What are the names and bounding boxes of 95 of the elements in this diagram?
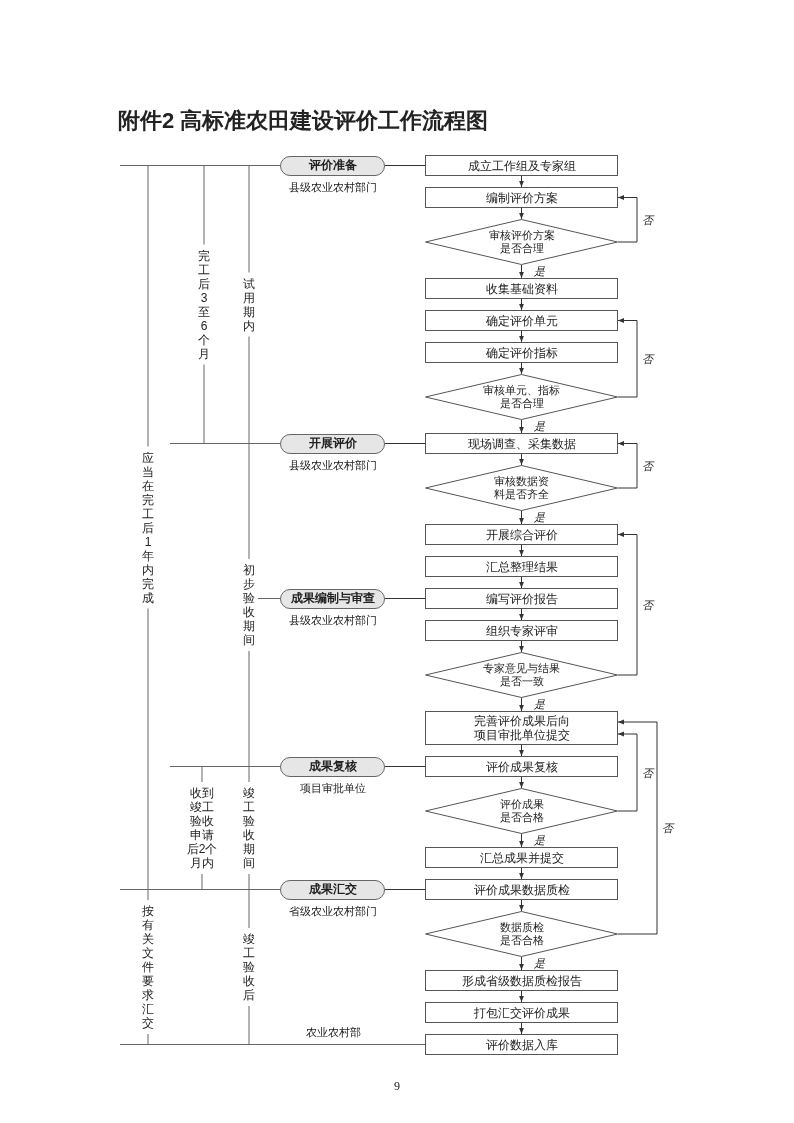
arrow <box>617 731 638 812</box>
timeline-label: 收到竣工验收申请后2个月内 <box>185 786 219 870</box>
arrow <box>519 544 524 557</box>
stage-pill: 成果复核 <box>280 756 385 777</box>
arrow <box>519 697 524 712</box>
process-box: 开展综合评价 <box>425 524 618 545</box>
process-box: 收集基础资料 <box>425 278 618 299</box>
arrow <box>519 175 524 188</box>
process-box: 编写评价报告 <box>425 588 618 609</box>
arrow <box>519 576 524 589</box>
edge-label: 否 <box>662 822 673 834</box>
arrow <box>519 833 524 848</box>
edge-label: 是 <box>533 834 545 846</box>
connector-line <box>384 443 426 444</box>
decision-text: 审核数据资料是否齐全 <box>493 475 550 501</box>
process-box: 评价成果复核 <box>425 756 618 777</box>
edge-label: 否 <box>642 459 653 472</box>
process-box: 形成省级数据质检报告 <box>425 970 618 991</box>
connector-line <box>384 165 426 166</box>
arrow <box>519 264 524 279</box>
arrow <box>519 419 524 434</box>
process-box: 编制评价方案 <box>425 187 618 208</box>
decision-text: 专家意见与结果是否一致 <box>482 662 561 688</box>
timeline-label: 完工后3至6个月 <box>197 248 211 361</box>
connector-line <box>384 889 426 890</box>
edge-label: 否 <box>642 213 653 226</box>
decision-diamond <box>425 219 618 265</box>
department-label: 省级农业农村部门 <box>288 903 377 919</box>
edge-label: 否 <box>642 766 653 779</box>
decision-diamond <box>425 788 618 834</box>
timeline-label: 应当在完工后1年内完成 <box>141 450 155 605</box>
arrow <box>519 1022 524 1035</box>
timeline-label: 初步验收期间 <box>242 563 256 647</box>
arrow <box>519 298 524 311</box>
edge-label: 是 <box>533 957 545 969</box>
stage-pill: 成果编制与审查 <box>280 588 385 609</box>
process-box: 汇总成果并提交 <box>425 847 618 868</box>
arrow <box>617 441 638 489</box>
arrow <box>519 362 524 375</box>
arrow <box>519 867 524 880</box>
decision-text: 评价成果是否合格 <box>498 798 545 824</box>
stage-pill: 开展评价 <box>280 433 385 454</box>
arrow <box>519 776 524 789</box>
title: 附件2 高标准农田建设评价工作流程图 <box>118 107 489 135</box>
edge-label: 是 <box>533 420 545 432</box>
edge-label: 是 <box>533 265 545 277</box>
page-number: 9 <box>394 1078 400 1094</box>
arrow <box>519 899 524 912</box>
arrow <box>519 956 524 971</box>
stage-pill: 评价准备 <box>280 155 385 176</box>
arrow <box>617 532 638 676</box>
arrow <box>519 744 524 757</box>
department-label: 县级农业农村部门 <box>288 179 377 195</box>
decision-text: 审核单元、指标是否合理 <box>482 384 561 410</box>
department-label: 农业农村部 <box>305 1024 361 1040</box>
process-box: 现场调查、采集数据 <box>425 433 618 454</box>
arrow <box>519 207 524 220</box>
arrow <box>519 453 524 466</box>
arrow <box>617 195 638 243</box>
arrow <box>519 640 524 653</box>
arrow <box>519 510 524 525</box>
timeline-label: 按有关文件要求汇交 <box>141 904 155 1030</box>
arrow <box>519 330 524 343</box>
decision-text: 审核评价方案是否合理 <box>487 229 556 255</box>
department-label: 项目审批单位 <box>299 780 366 796</box>
edge-label: 否 <box>642 352 653 365</box>
process-box: 评价数据入库 <box>425 1034 618 1055</box>
arrow <box>519 608 524 621</box>
process-box: 确定评价指标 <box>425 342 618 363</box>
process-box: 评价成果数据质检 <box>425 879 618 900</box>
timeline-label: 试用期内 <box>242 276 256 333</box>
arrow <box>617 719 658 935</box>
connector-line <box>384 766 426 767</box>
process-box: 成立工作组及专家组 <box>425 155 618 176</box>
process-box: 组织专家评审 <box>425 620 618 641</box>
decision-text: 数据质检是否合格 <box>498 921 545 947</box>
department-label: 县级农业农村部门 <box>288 612 377 628</box>
decision-diamond <box>425 652 618 698</box>
arrow <box>519 990 524 1003</box>
process-box: 打包汇交评价成果 <box>425 1002 618 1023</box>
decision-diamond <box>425 911 618 957</box>
process-box: 确定评价单元 <box>425 310 618 331</box>
process-box: 汇总整理结果 <box>425 556 618 577</box>
process-box: 完善评价成果后向项目审批单位提交 <box>425 711 618 745</box>
decision-diamond <box>425 465 618 511</box>
timeline-label: 竣工验收期间 <box>242 786 256 870</box>
decision-diamond <box>425 374 618 420</box>
department-label: 县级农业农村部门 <box>288 457 377 473</box>
connector-line <box>384 598 426 599</box>
arrow <box>617 318 638 398</box>
edge-label: 是 <box>533 698 545 710</box>
edge-label: 否 <box>642 598 653 611</box>
edge-label: 是 <box>533 511 545 523</box>
stage-pill: 成果汇交 <box>280 879 385 900</box>
timeline-label: 竣工验收后 <box>242 932 256 1002</box>
